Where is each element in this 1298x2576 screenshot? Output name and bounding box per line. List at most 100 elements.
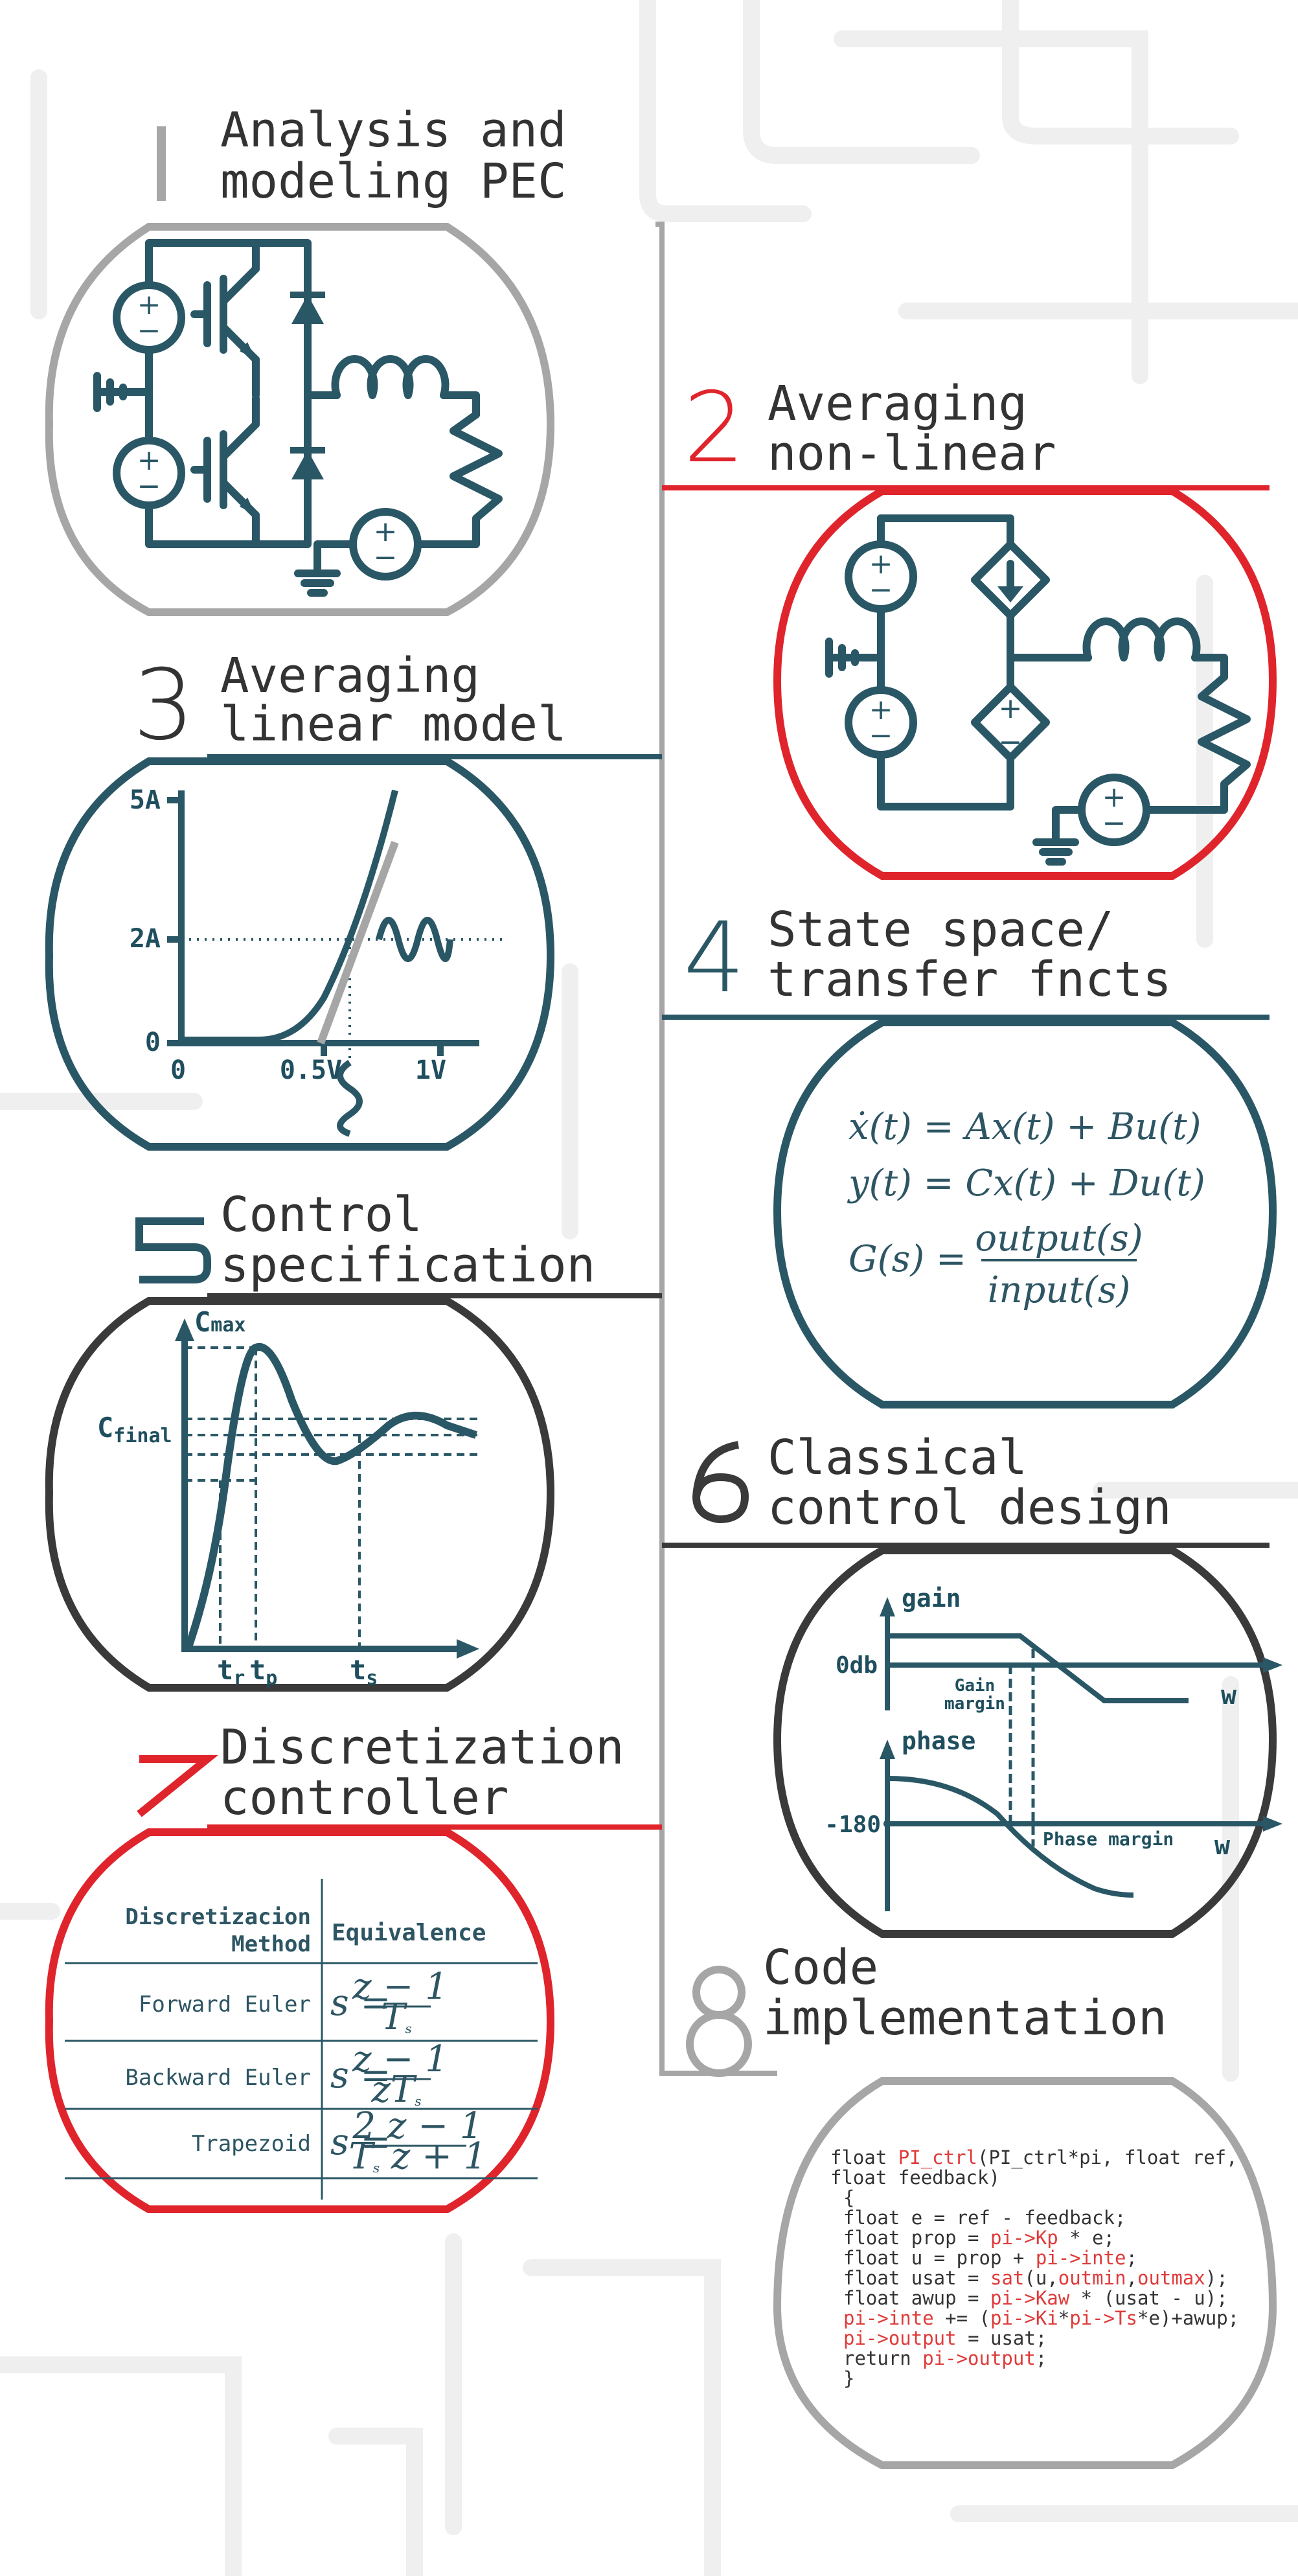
- table-header-method-2: Method: [231, 1931, 311, 1957]
- code-token: = usat;: [957, 2327, 1047, 2349]
- step-2-title-line1: Averaging: [768, 376, 1027, 431]
- code-token: ref,: [1181, 2146, 1237, 2168]
- code-token: float e = ref - feedback;: [843, 2207, 1126, 2229]
- svg-text:+: +: [374, 515, 398, 548]
- step-8-header: Code implementation: [686, 1940, 1167, 2077]
- code-line: float PI_ctrl(PI_ctrl*pi, float ref,: [830, 2146, 1238, 2169]
- step-7-frame: [45, 1828, 555, 2213]
- code-line: float usat = sat(u,outmin,outmax);: [843, 2267, 1228, 2289]
- svg-text:−: −: [1102, 807, 1126, 840]
- step-8-title-line1: Code: [763, 1940, 878, 1995]
- step-2-frame: [773, 487, 1277, 880]
- tr-label: tr: [217, 1654, 245, 1690]
- code-token: pi->Ki: [990, 2307, 1058, 2329]
- phase-axis-arrow: [880, 1740, 895, 1759]
- source-upper: [113, 281, 185, 354]
- tangent-line: [317, 840, 399, 1045]
- avg-source-lower: [845, 686, 917, 759]
- code-token: float u = prop +: [843, 2247, 1036, 2269]
- step-3-title-line1: Averaging: [220, 648, 480, 704]
- code-token: );: [1205, 2267, 1228, 2289]
- code-line: {: [843, 2187, 854, 2209]
- svg-text:margin: margin: [944, 1694, 1005, 1714]
- step-3-frame: [45, 757, 555, 1151]
- linear-guides: [181, 938, 505, 1063]
- code-token: float prop =: [843, 2227, 990, 2249]
- step-2-title-line2: non-linear: [768, 426, 1056, 481]
- step-1-title-line1: Analysis and: [220, 102, 567, 158]
- step-6-title-line1: Classical: [768, 1430, 1027, 1486]
- spec-labels: Cmax Cfinal tr tp ts: [97, 1306, 378, 1690]
- svg-text:−: −: [374, 541, 398, 574]
- step-5-title-line2: specification: [220, 1237, 595, 1293]
- svg-text:+: +: [869, 547, 893, 581]
- output-equation: y(t) = Cx(t) + Du(t): [847, 1162, 1205, 1204]
- step-3-panel: 5A 2A 0 0 0.5V 1V: [45, 757, 555, 1151]
- code-token: * (usat - u);: [1069, 2287, 1227, 2309]
- bode-margins: [1008, 1649, 1035, 1846]
- code-token: pi->Ts: [1069, 2307, 1137, 2329]
- svg-text:−: −: [999, 726, 1023, 759]
- svg-text:Phase margin: Phase margin: [1043, 1828, 1174, 1850]
- step-7-panel: Discretizacion Method Equivalence Forwar…: [45, 1828, 555, 2213]
- row-backward-num: z − 1: [352, 2038, 448, 2080]
- ts-label: ts: [350, 1654, 378, 1690]
- code-line: float e = ref - feedback;: [843, 2207, 1126, 2229]
- transfer-denominator: input(s): [988, 1269, 1131, 1311]
- code-line: }: [843, 2367, 854, 2389]
- svg-text:−: −: [137, 314, 161, 347]
- svg-text:Gain: Gain: [955, 1676, 996, 1696]
- code-token: += (: [934, 2307, 990, 2329]
- code-token: return: [843, 2347, 922, 2369]
- step-2-number: 2: [683, 372, 745, 485]
- row-forward-den: Ts: [381, 1996, 412, 2038]
- svg-text:1V: 1V: [415, 1055, 446, 1085]
- step-5-frame: [45, 1297, 555, 1692]
- code-token: pi->Kaw: [990, 2287, 1070, 2309]
- code-token: pi->Kp: [990, 2227, 1058, 2249]
- step-6-frame: [773, 1547, 1277, 1938]
- transfer-numerator: output(s): [975, 1217, 1143, 1259]
- step-7-header: Discretization controller: [137, 1719, 624, 1826]
- svg-text:0: 0: [170, 1055, 186, 1085]
- bode-axes: [885, 1607, 1266, 1911]
- bode-labels: gain 0db Gain margin w phase -180 Phase …: [825, 1584, 1237, 1861]
- code-token: ;: [1036, 2347, 1047, 2369]
- code-token: *: [1058, 2307, 1069, 2329]
- code-line: float feedback): [830, 2167, 1000, 2189]
- row-forward-method: Forward Euler: [139, 1992, 311, 2018]
- step-1-header: Analysis and modeling PEC: [157, 102, 567, 209]
- dependent-source-arrow: [997, 586, 1023, 603]
- step-5-panel: Cmax Cfinal tr tp ts: [45, 1297, 555, 1692]
- minus180-marker: [883, 1820, 891, 1828]
- row-forward-num: z − 1: [352, 1966, 448, 2008]
- row-trapezoid-method: Trapezoid: [192, 2131, 311, 2157]
- source-lower: [113, 437, 185, 509]
- phase-w-arrow: [1263, 1816, 1282, 1832]
- code-line: pi->output = usat;: [843, 2327, 1047, 2349]
- code-line: pi->inte += (pi->Ki*pi->Ts*e)+awup;: [843, 2307, 1239, 2329]
- step-3-number: 3: [133, 649, 194, 762]
- tp-label: tp: [249, 1654, 277, 1690]
- spec-y-arrow: [175, 1318, 194, 1341]
- code-token: outmax: [1137, 2267, 1205, 2289]
- code-token: float: [1124, 2146, 1181, 2168]
- row-backward-den: zTs: [370, 2069, 421, 2111]
- step-6-number: [692, 1441, 749, 1524]
- step-5-title-line1: Control: [220, 1187, 422, 1243]
- step-8-title-line2: implementation: [763, 1990, 1167, 2046]
- code-token: ;: [1126, 2247, 1137, 2269]
- step-6-title-line2: control design: [768, 1480, 1172, 1535]
- code-token: }: [843, 2367, 854, 2389]
- row-backward-method: Backward Euler: [125, 2065, 311, 2091]
- state-equation: ẋ(t) = Ax(t) + Bu(t): [848, 1106, 1201, 1148]
- code-line: float awup = pi->Kaw * (usat - u);: [843, 2287, 1228, 2309]
- row-trapezoid-den: Ts z + 1: [348, 2135, 486, 2178]
- svg-text:phase: phase: [902, 1727, 975, 1755]
- svg-text:−: −: [869, 573, 893, 606]
- svg-text:5A: 5A: [130, 785, 161, 815]
- code-line: return pi->output;: [843, 2347, 1047, 2369]
- svg-text:+: +: [1102, 781, 1126, 814]
